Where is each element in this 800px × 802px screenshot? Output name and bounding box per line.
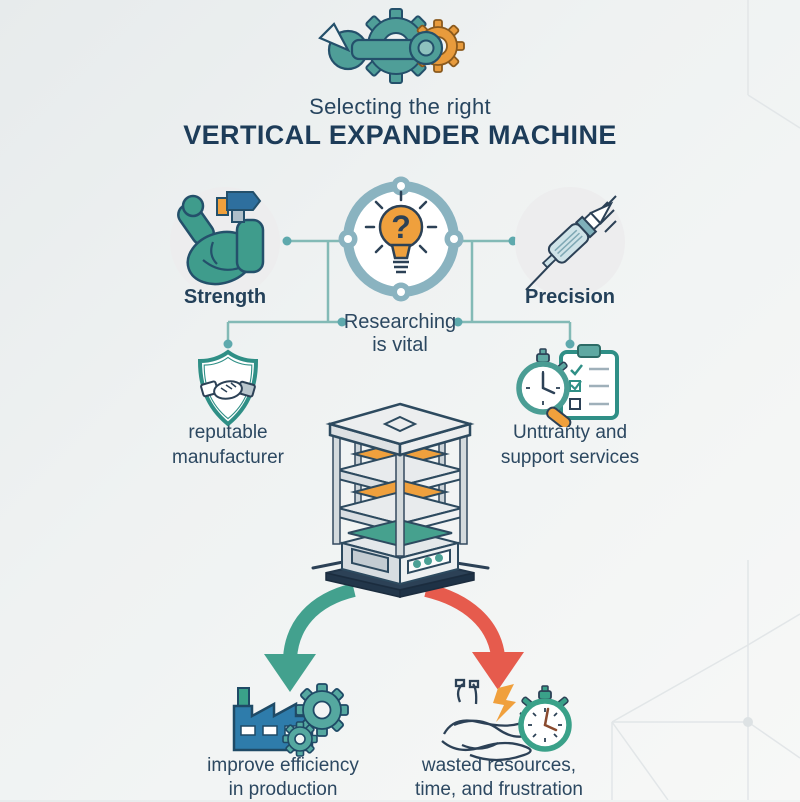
precision-icon [515,187,625,297]
warranty-caption-line2: support services [500,447,640,468]
machine-top-cap [325,402,475,457]
page-subtitle-text: Selecting the right [309,94,491,119]
machine-column [459,431,468,545]
green-arrow-head [264,654,316,692]
precision-label: Precision [525,286,615,309]
broken-bolt-icon [493,684,516,722]
stopwatch-checklist-icon [516,344,619,427]
page-title-text: VERTICAL EXPANDER MACHINE [183,120,617,150]
factory-gears-icon [232,683,349,757]
stopwatch-ticks [528,708,562,742]
hub-knobs [338,176,464,302]
negative-outcome-caption: wasted resources, time, and frustration [415,754,583,802]
positive-outcome-line2: in production [228,779,338,800]
control-button [435,554,443,562]
hammer-icon [216,191,262,223]
connector-lines [226,239,572,340]
warranty-caption-line1: Unttranty and [512,422,628,443]
question-mark-glyph: ? [391,209,411,245]
positive-outcome-line1: improve efficiency [207,755,359,776]
warranty-caption: Unttranty and support services [501,420,639,470]
research-hub-icon: ? [338,176,464,302]
tangled-wires-icon [441,678,532,762]
clipboard-icon [559,344,619,420]
wrench-icon [318,22,444,71]
positive-outcome-caption: improve efficiency in production [207,754,359,802]
shield-handshake-icon [197,349,259,427]
big-gear-icon [295,683,349,737]
shield-inner-outline [203,356,253,420]
negative-outcome-line1: wasted resources, [421,755,577,776]
manufacturer-caption-line1: reputable [188,422,268,443]
background-geometry [611,0,800,800]
small-gear-icon [282,721,318,757]
precision-tool-icon [541,201,614,269]
manufacturer-caption: reputable manufacturer [172,420,284,470]
wrench-and-gears-logo [318,8,465,84]
vertical-expander-machine-illustration [325,402,475,598]
tangled-wires-stopwatch-icon [441,678,572,762]
machine-column [395,451,405,557]
lightbulb-icon: ? [364,190,438,274]
stopwatch-icon [518,685,572,752]
precision-label-text: Precision [524,286,616,308]
stopwatch-magnifier-icon [516,348,572,427]
red-arrow-head [472,652,524,690]
background-node-dot [743,717,753,727]
manufacturer-caption-line2: manufacturer [172,447,284,468]
negative-outcome-line2: time, and frustration [415,779,583,800]
red-arrow-shaft [424,583,505,658]
control-button [413,560,421,568]
cap-diamond-mark [382,415,418,433]
hub-caption-line2: is vital [372,334,428,356]
strength-label-text: Strength [183,286,267,308]
page-subtitle: Selecting the right [309,94,491,120]
flexed-arm-icon [177,194,265,286]
hub-caption-line1: Researching [343,311,457,333]
lightbulb-rays [364,190,438,254]
strength-label: Strength [184,286,266,309]
strength-icon [170,187,280,297]
page-title: VERTICAL EXPANDER MACHINE [183,120,617,151]
outcome-arrows [264,583,524,692]
handshake-icon [200,380,256,400]
hub-caption: Researching is vital [344,311,456,357]
control-button [424,557,432,565]
machine-left-panel [351,547,389,574]
green-arrow-shaft [283,583,356,659]
machine-column [332,431,341,545]
